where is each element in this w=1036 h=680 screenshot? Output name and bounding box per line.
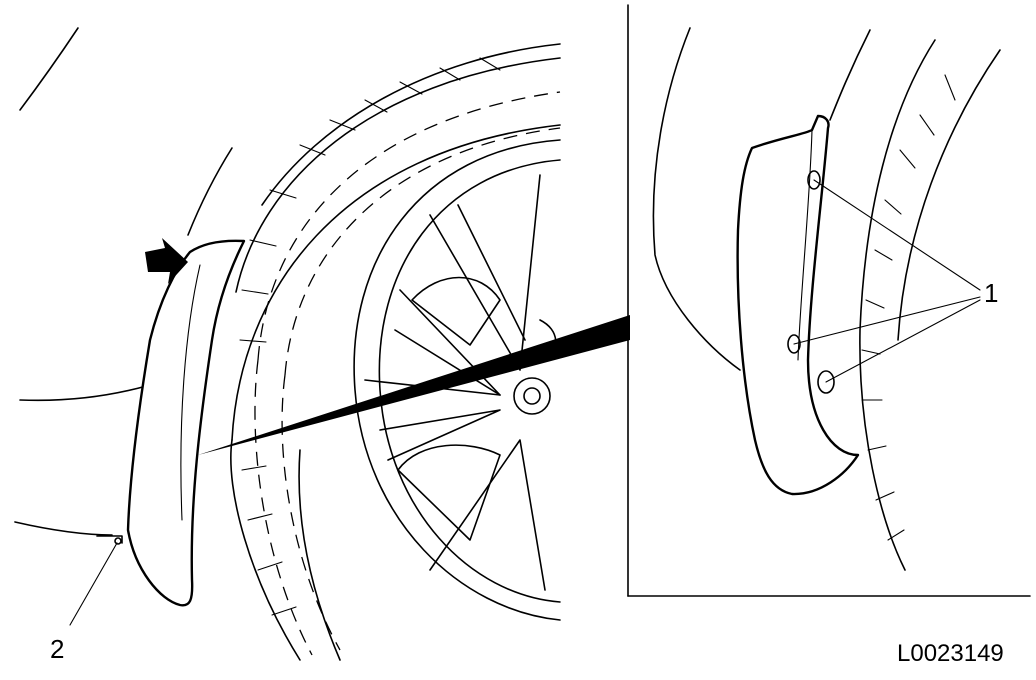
fastener-hole-upper	[807, 170, 821, 190]
flap-lower-bracket	[96, 535, 123, 544]
leader-line-1a	[813, 179, 981, 291]
mud-flap	[126, 239, 246, 607]
fastener-hole-lower	[817, 370, 835, 394]
detail-view	[652, 27, 1001, 571]
arrow-icon	[145, 238, 188, 284]
detail-projection-wedge	[198, 315, 630, 455]
callout-label-1: 1	[984, 278, 999, 308]
detail-view-frame	[627, 4, 1031, 597]
leader-line-1c	[825, 299, 981, 383]
vehicle-body-outline	[14, 27, 233, 536]
leader-line-2	[69, 542, 118, 626]
fastener-hole-middle	[787, 334, 801, 354]
leader-line-1b	[793, 296, 981, 345]
figure-code: L0023149	[897, 640, 1004, 667]
callout-label-2: 2	[50, 634, 65, 664]
detail-mud-flap	[736, 114, 860, 496]
tire	[230, 43, 561, 661]
